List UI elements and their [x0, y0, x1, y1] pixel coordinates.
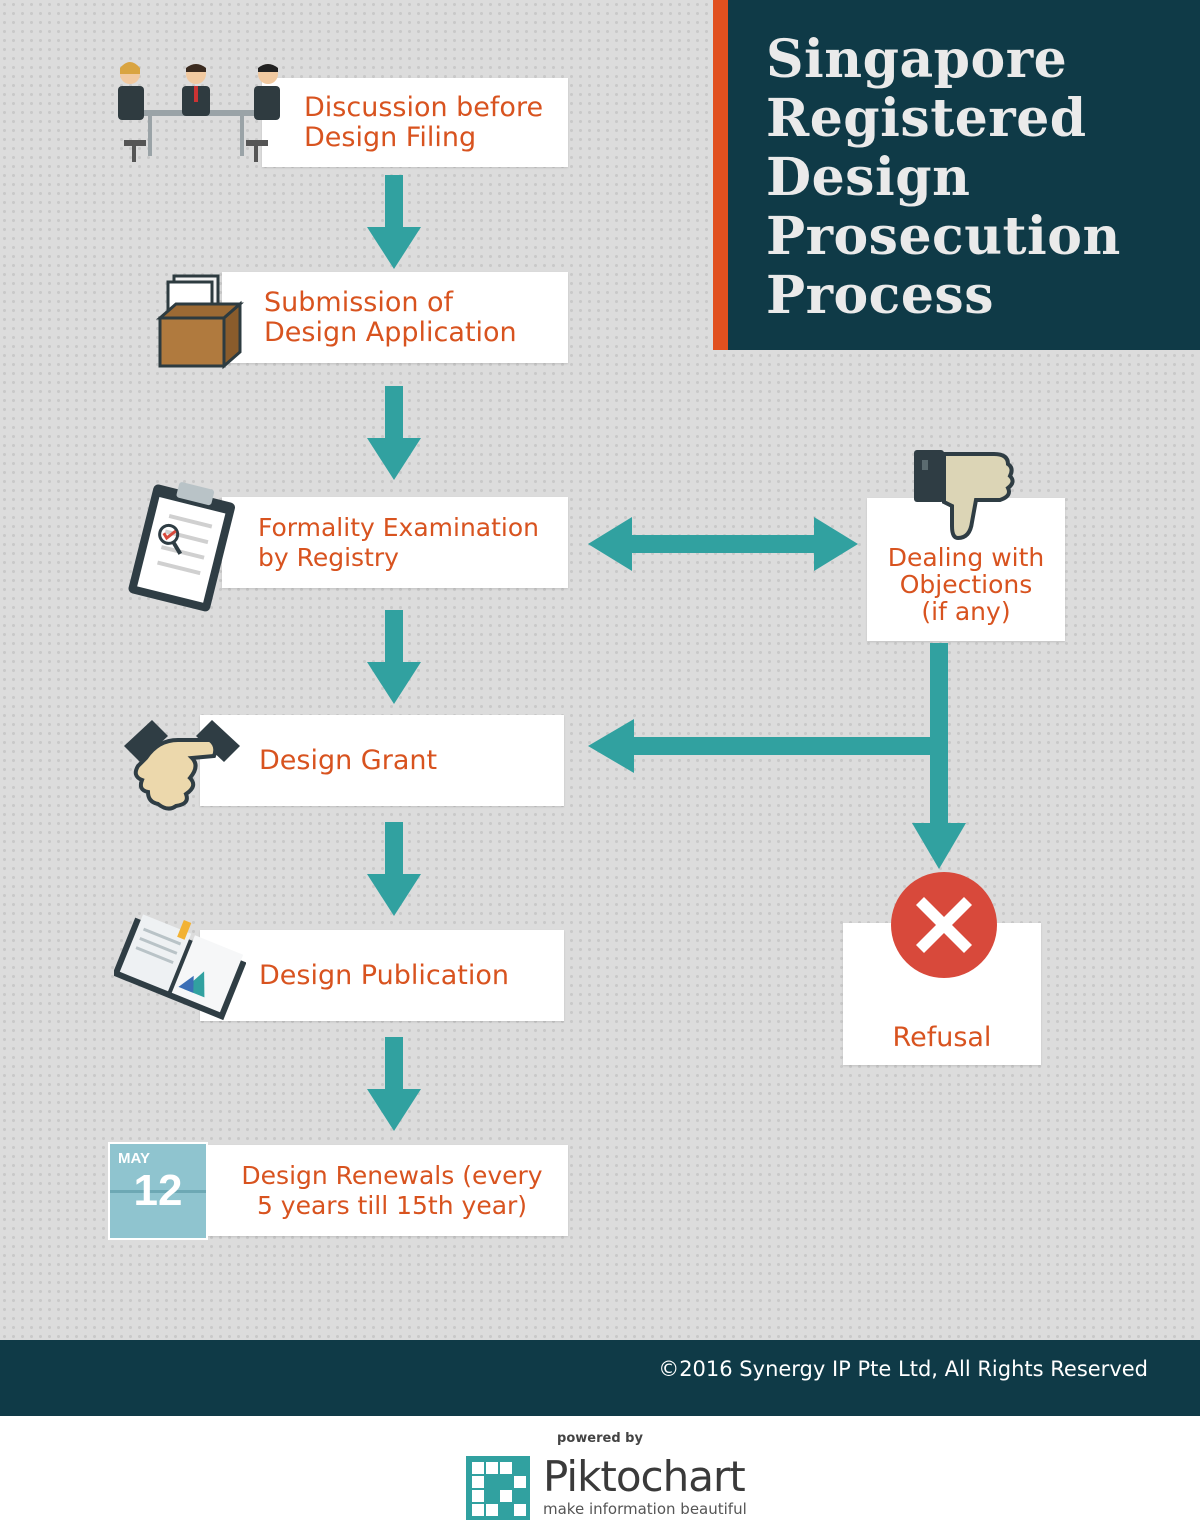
footer-band	[0, 1340, 1200, 1416]
document-box-icon	[156, 274, 244, 370]
copyright-text: ©2016 Synergy IP Pte Ltd, All Rights Res…	[658, 1357, 1148, 1381]
title-accent-bar	[713, 0, 728, 350]
clipboard-icon	[128, 482, 235, 612]
flow-arrow-4	[367, 822, 421, 916]
refusal-label: Refusal	[892, 1022, 992, 1053]
piktochart-logo-icon[interactable]	[466, 1456, 532, 1520]
calendar-day: 12	[133, 1166, 183, 1215]
branch-arrows	[588, 643, 966, 869]
step-card-discussion: Discussion before Design Filing	[262, 78, 568, 167]
step-label-renewals: Design Renewals (every 5 years till 15th…	[241, 1160, 543, 1220]
thumbs-down-icon	[914, 450, 1015, 541]
step-card-grant: Design Grant	[200, 715, 564, 806]
flow-arrow-1	[367, 175, 421, 269]
calendar-month: MAY	[118, 1150, 150, 1167]
piktochart-brand[interactable]: Piktochart	[543, 1452, 746, 1501]
piktochart-tagline: make information beautiful	[543, 1500, 747, 1518]
step-label-submission: Submission of Design Application	[264, 286, 517, 348]
step-card-renewals: Design Renewals (every 5 years till 15th…	[200, 1145, 568, 1236]
meeting-icon	[118, 62, 280, 162]
title-panel	[713, 0, 1200, 350]
step-card-publication: Design Publication	[200, 930, 564, 1021]
calendar-icon: MAY 12	[110, 1144, 206, 1238]
flow-arrow-2	[367, 386, 421, 480]
handshake-icon	[124, 720, 240, 811]
page-title: Singapore Registered Design Prosecution …	[766, 29, 1121, 326]
flow-arrow-3	[367, 610, 421, 704]
open-book-icon	[114, 914, 246, 1021]
objections-card: Dealing with Objections (if any)	[867, 498, 1065, 641]
step-card-submission: Submission of Design Application	[222, 272, 568, 363]
flow-arrow-5	[367, 1037, 421, 1131]
step-label-publication: Design Publication	[259, 959, 509, 991]
calendar-fold-line	[110, 1190, 206, 1193]
bidirectional-arrow	[588, 517, 858, 571]
powered-by-label: powered by	[557, 1431, 643, 1446]
powered-by-area	[0, 1416, 1200, 1534]
step-label-grant: Design Grant	[259, 744, 438, 776]
objections-label: Dealing with Objections (if any)	[887, 543, 1045, 626]
step-card-formality: Formality Examination by Registry	[222, 497, 568, 588]
step-label-formality: Formality Examination by Registry	[258, 512, 539, 572]
x-circle-icon	[891, 872, 997, 978]
step-label-discussion: Discussion before Design Filing	[304, 91, 544, 153]
